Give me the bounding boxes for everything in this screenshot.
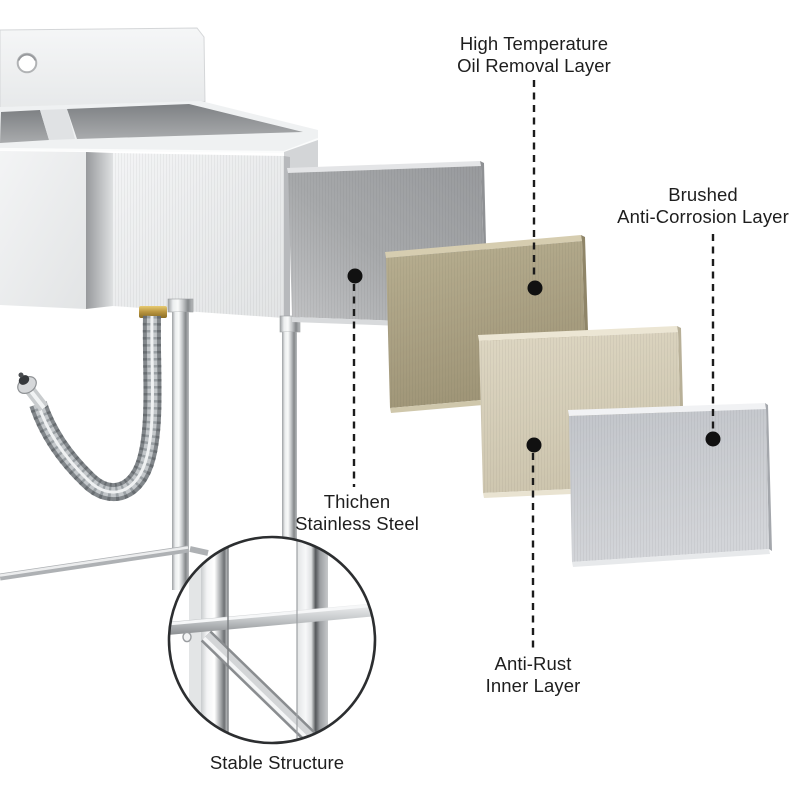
label-anti-rust-inner-layer: Anti-Rust Inner Layer	[486, 653, 581, 697]
callout-dot-thicken	[347, 268, 363, 284]
label-oil-line2: Oil Removal Layer	[457, 55, 611, 76]
label-stable-structure: Stable Structure	[210, 752, 344, 774]
panel-anti-corrosion	[568, 403, 772, 567]
lens-screw-hole	[182, 631, 192, 643]
label-stable-line1: Stable Structure	[209, 752, 345, 773]
label-oil-removal-layer: High Temperature Oil Removal Layer	[457, 33, 611, 77]
sink-basin-right	[67, 104, 303, 139]
lens-leg-right	[297, 537, 328, 743]
sink-basin-left	[0, 110, 49, 143]
label-brushed-line1: Brushed	[668, 184, 738, 205]
sink-leg-left	[167, 298, 194, 590]
flex-drain-hose	[29, 315, 162, 501]
sink-crossbar	[0, 545, 209, 581]
label-oil-line1: High Temperature	[459, 33, 609, 54]
brass-fitting	[139, 306, 167, 318]
label-thicken-line2: Stainless Steel	[295, 513, 419, 534]
label-brushed-line2: Anti-Corrosion Layer	[617, 206, 789, 227]
faucet-hole-shadow	[17, 54, 37, 61]
faucet-hole	[16, 52, 38, 74]
sink-backsplash	[0, 27, 206, 110]
drain-pipe-fitting	[17, 372, 49, 412]
callout-dot-oil	[527, 280, 543, 296]
lens-left-flange	[189, 537, 201, 743]
sink-apron-left	[0, 151, 86, 309]
label-thicken-line1: Thichen	[323, 491, 391, 512]
sink-apron-corner-seam	[86, 152, 113, 309]
lens-crossbar	[169, 603, 375, 635]
apron-texture	[113, 153, 284, 318]
label-thicken-stainless-steel: Thichen Stainless Steel	[295, 491, 419, 535]
magnifier-ring	[167, 535, 377, 745]
callout-dot-anti-rust	[526, 437, 542, 453]
callout-dots	[347, 268, 721, 453]
layer-panels	[287, 161, 772, 567]
label-antirust-line1: Anti-Rust	[494, 653, 572, 674]
callout-dot-anti-corrosion	[705, 431, 721, 447]
label-antirust-line2: Inner Layer	[485, 675, 581, 696]
sink-apron-right-edge	[284, 156, 290, 318]
label-anti-corrosion-layer: Brushed Anti-Corrosion Layer	[617, 184, 789, 228]
sink-photo	[0, 27, 319, 592]
magnifier-inset	[167, 535, 377, 745]
sink-basin-divider	[40, 109, 75, 140]
callout-lines	[352, 80, 715, 648]
